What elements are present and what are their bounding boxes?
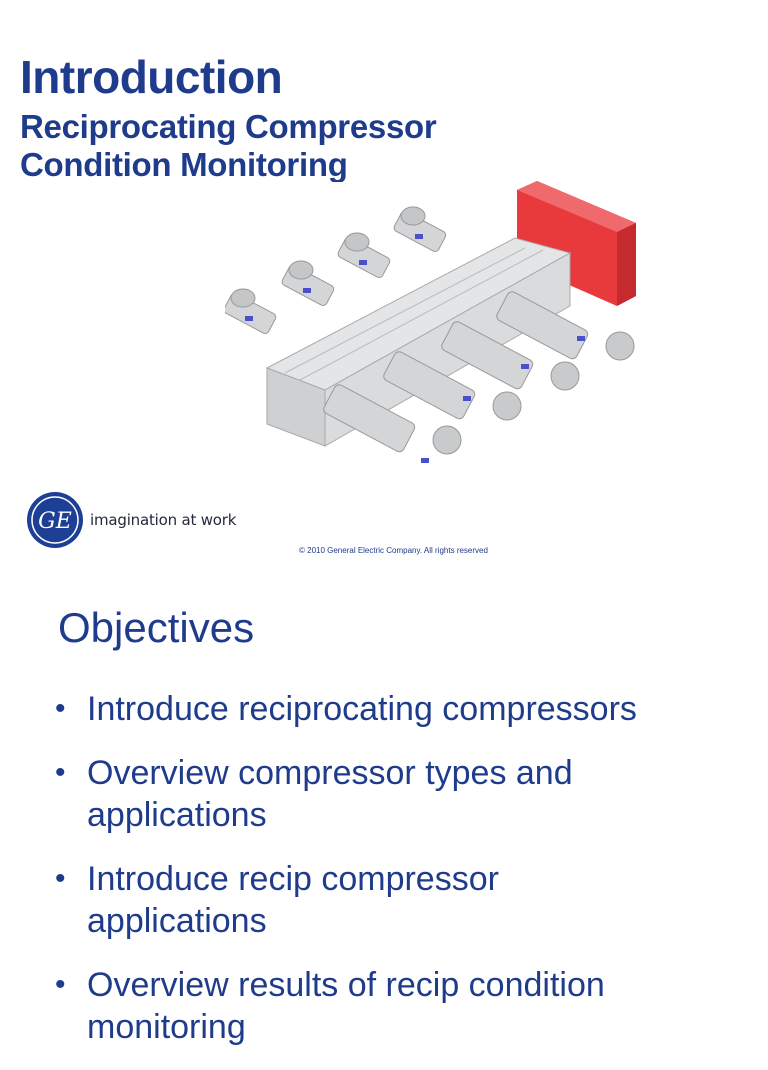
tagline: imagination at work — [90, 511, 237, 529]
bullet-text-line-1: Overview results of recip condition — [87, 966, 605, 1004]
subtitle-block: Reciprocating Compressor Condition Monit… — [20, 108, 440, 182]
bullet-icon: • — [55, 968, 66, 1001]
bullet-text-line-1: Introduce reciprocating compressors — [87, 690, 637, 728]
list-item: • Introduce reciprocating compressors — [55, 688, 755, 730]
bullet-text-line-2: monitoring — [87, 1008, 246, 1046]
objectives-list: • Introduce reciprocating compressors • … — [55, 688, 755, 1070]
bullet-text-line-2: applications — [87, 796, 267, 834]
bullet-text-line-1: Introduce recip compressor — [87, 860, 499, 898]
objectives-slide: Objectives • Introduce reciprocating com… — [0, 580, 768, 1046]
bullet-text-line-1: Overview compressor types and — [87, 754, 573, 792]
objectives-title: Objectives — [58, 604, 255, 651]
ge-logo-icon: GE — [27, 492, 83, 548]
intro-slide: Introduction Reciprocating Compressor Co… — [20, 51, 636, 555]
bullet-icon: • — [55, 692, 66, 725]
compressor-illustration — [225, 181, 636, 463]
slide-title: Introduction — [20, 51, 283, 103]
list-item: • Overview compressor types and applicat… — [55, 752, 755, 836]
subtitle-line-2: Condition Monitoring — [20, 146, 348, 182]
valve-accents — [245, 234, 585, 463]
bullet-text-line-2: applications — [87, 902, 267, 940]
subtitle-line-1: Reciprocating Compressor — [20, 108, 437, 145]
bullet-icon: • — [55, 862, 66, 895]
logo-text: GE — [38, 509, 72, 534]
cylinders-front — [323, 291, 635, 455]
cylinders-back — [225, 206, 447, 334]
list-item: • Introduce recip compressor application… — [55, 858, 755, 942]
copyright-notice: © 2010 General Electric Company. All rig… — [299, 546, 488, 555]
list-item: • Overview results of recip condition mo… — [55, 964, 755, 1048]
bullet-icon: • — [55, 756, 66, 789]
